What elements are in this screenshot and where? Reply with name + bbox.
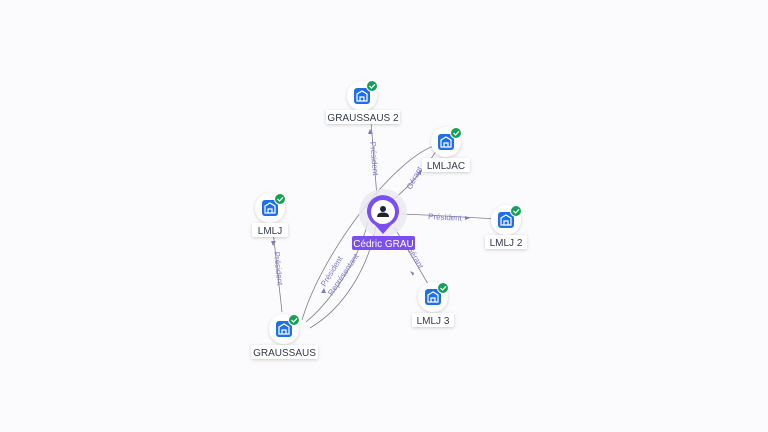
node-label-box [251, 345, 318, 359]
person-label-box [352, 236, 415, 250]
node-label-box [252, 223, 288, 237]
building-icon [425, 289, 441, 305]
edge-person-lmlj2[interactable] [401, 213, 497, 220]
arrow-marker [465, 216, 470, 220]
building-icon [354, 88, 370, 104]
node-label-box [485, 235, 527, 249]
arrow-marker [417, 170, 421, 175]
building-icon [276, 321, 292, 337]
node-label: GRAUSSAUS [253, 348, 316, 359]
company-node-lmljac[interactable]: LMLJAC [422, 127, 470, 172]
check-mark [369, 83, 376, 89]
arrow-marker [368, 129, 373, 134]
edge-label-lmlj: Président [272, 251, 285, 286]
check-icon [288, 314, 300, 326]
check-icon [274, 193, 286, 205]
edge-arrows [271, 129, 470, 293]
building-icon [262, 200, 278, 216]
edge-label-lmljac: Gérant [405, 164, 425, 191]
building-glyph [264, 202, 276, 214]
edge-person-graussaus-president[interactable] [305, 221, 369, 323]
building-glyph [440, 136, 452, 148]
company-node-graussaus2[interactable]: GRAUSSAUS 2 [326, 80, 400, 125]
edge-label-graussaus2: Président [368, 141, 380, 176]
check-icon [437, 282, 449, 294]
check-mark [440, 285, 447, 291]
check-mark [291, 317, 298, 323]
building-icon [498, 212, 514, 228]
company-node-graussaus[interactable]: GRAUSSAUS [251, 314, 318, 359]
person-name: Cédric GRAU [353, 239, 414, 250]
check-icon [450, 127, 462, 139]
node-label: LMLJ 2 [490, 238, 523, 249]
company-node-lmlj[interactable]: LMLJ [252, 193, 288, 237]
edge-person-graussaus2[interactable] [370, 121, 378, 198]
company-node-lmlj3[interactable]: LMLJ 3 [412, 282, 454, 327]
check-mark [453, 130, 460, 136]
node-label-box [326, 110, 400, 124]
check-mark [277, 196, 284, 202]
node-label: LMLJ [258, 226, 282, 237]
user-icon [377, 206, 389, 217]
building-glyph [356, 90, 368, 102]
arrow-marker [410, 271, 414, 276]
check-mark [513, 208, 520, 214]
check-icon [366, 80, 378, 92]
building-glyph [427, 291, 439, 303]
edge-label-lmlj2: Président [428, 212, 463, 223]
check-icon [510, 205, 522, 217]
arrow-marker [321, 288, 326, 293]
edge-person-lmlj3[interactable] [393, 226, 429, 285]
person-node[interactable]: Cédric GRAU [352, 189, 415, 250]
company-node-lmlj2[interactable]: LMLJ 2 [485, 205, 527, 249]
building-icon [438, 134, 454, 150]
node-label-box [422, 158, 470, 172]
node-label: LMLJ 3 [417, 316, 450, 327]
arrow-marker [271, 241, 276, 246]
node-label: GRAUSSAUS 2 [327, 113, 399, 124]
building-glyph [278, 323, 290, 335]
node-label: LMLJAC [427, 161, 465, 172]
node-label-box [412, 313, 454, 327]
building-glyph [500, 214, 512, 226]
